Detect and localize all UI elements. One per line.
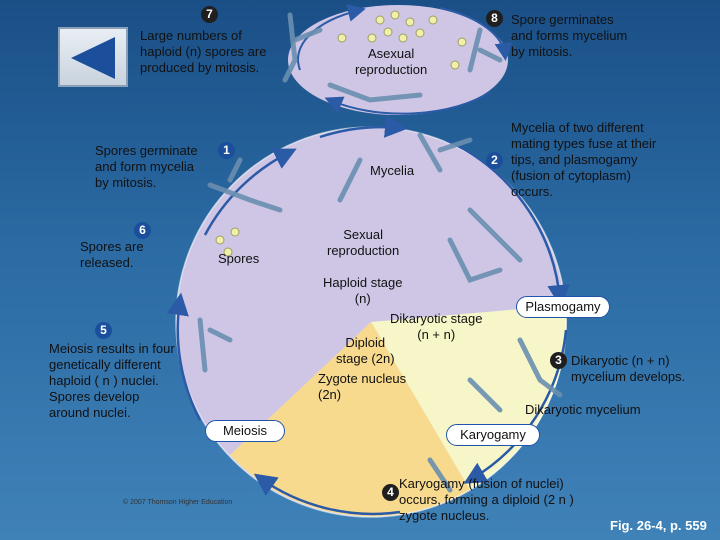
step-6-line: released. <box>80 255 134 270</box>
sexual-line: reproduction <box>327 243 400 258</box>
step-7-line: haploid (n) spores are <box>140 44 267 59</box>
step-number-1: 1 <box>218 142 235 159</box>
step-5-line: Spores develop <box>49 389 140 404</box>
step-8-line: and forms mycelium <box>511 28 628 43</box>
step-number-3: 3 <box>550 352 567 369</box>
step-number-2: 2 <box>486 152 503 169</box>
arrow-spores <box>166 292 202 421</box>
step-6-line: Spores are <box>80 239 144 254</box>
step-4-text: Karyogamy (fusion of nuclei) occurs, for… <box>399 476 574 524</box>
step-8-line: by mitosis. <box>511 44 573 59</box>
step-1-line: Spores germinate <box>95 143 198 158</box>
step-4-line: zygote nucleus. <box>399 508 490 523</box>
step-5-line: haploid ( n ) nuclei. <box>49 373 159 388</box>
back-arrow-icon <box>71 37 115 79</box>
step-number-6: 6 <box>134 222 151 239</box>
step-6-text: Spores are released. <box>80 239 144 271</box>
meiosis-label: Meiosis <box>205 420 285 442</box>
step-5-line: genetically different <box>49 357 161 372</box>
arrow-asexual-2 <box>439 7 513 61</box>
zygote-line: Zygote nucleus <box>318 371 407 386</box>
step-number-7: 7 <box>201 6 218 23</box>
step-1-line: and form mycelia <box>95 159 194 174</box>
dikaryotic-mycelium-label: Dikaryotic mycelium <box>525 402 641 417</box>
step-3-line: Dikaryotic (n + n) <box>571 353 670 368</box>
asexual-line: Asexual <box>368 46 415 61</box>
dikaryotic-line: (n + n) <box>417 327 456 342</box>
hyphae-illustrations <box>197 12 563 493</box>
sexual-line: Sexual <box>343 227 384 242</box>
asexual-reproduction-label: Asexual reproduction <box>355 46 427 78</box>
step-2-line: mating types fuse at their <box>511 136 657 151</box>
haploid-stage-label: Haploid stage (n) <box>323 275 403 307</box>
dikaryotic-line: Dikaryotic stage <box>390 311 483 326</box>
step-number-5: 5 <box>95 322 112 339</box>
step-4-line: Karyogamy (fusion of nuclei) <box>399 476 564 491</box>
step-5-line: around nuclei. <box>49 405 131 420</box>
step-5-text: Meiosis results in four genetically diff… <box>49 341 175 421</box>
step-2-line: (fusion of cytoplasm) <box>511 168 631 183</box>
step-3-text: Dikaryotic (n + n) mycelium develops. <box>571 353 685 385</box>
step-7-text: Large numbers of haploid (n) spores are … <box>140 28 266 76</box>
diploid-region <box>230 322 470 517</box>
arrow-plasmogamy <box>445 138 570 308</box>
step-4-line: occurs, forming a diploid (2 n ) <box>399 492 574 507</box>
mycelia-label: Mycelia <box>370 163 415 178</box>
dikaryotic-stage-label: Dikaryotic stage (n + n) <box>390 311 482 343</box>
karyogamy-label: Karyogamy <box>446 424 540 446</box>
step-1-text: Spores germinate and form mycelia by mit… <box>95 143 198 191</box>
step-1-line: by mitosis. <box>95 175 157 190</box>
step-2-line: tips, and plasmogamy <box>511 152 638 167</box>
diploid-stage-label: Diploid stage (2n) <box>336 335 395 367</box>
sexual-reproduction-label: Sexual reproduction <box>327 227 399 259</box>
step-2-text: Mycelia of two different mating types fu… <box>511 120 656 200</box>
step-2-line: occurs. <box>511 184 553 199</box>
spore-dots <box>215 10 467 257</box>
step-8-text: Spore germinates and forms mycelium by m… <box>511 12 627 60</box>
step-7-line: produced by mitosis. <box>140 60 260 75</box>
asexual-line: reproduction <box>355 62 428 77</box>
spores-label: Spores <box>218 251 260 266</box>
step-number-4: 4 <box>382 484 399 501</box>
copyright-notice: © 2007 Thomson Higher Education <box>123 499 233 506</box>
diploid-line: stage (2n) <box>336 351 395 366</box>
arrow-to-mycelia <box>319 115 408 139</box>
arrow-asexual-3 <box>324 91 491 115</box>
figure-caption: Fig. 26-4, p. 559 <box>610 518 707 533</box>
back-button[interactable] <box>58 27 128 87</box>
step-8-line: Spore germinates <box>511 12 614 27</box>
step-5-line: Meiosis results in four <box>49 341 175 356</box>
haploid-line: Haploid stage <box>323 275 403 290</box>
arrow-meiosis <box>253 473 401 516</box>
zygote-nucleus-label: Zygote nucleus (2n) <box>318 371 406 403</box>
step-2-line: Mycelia of two different <box>511 120 644 135</box>
plasmogamy-label: Plasmogamy <box>516 296 610 318</box>
arrow-germinate <box>203 148 297 236</box>
zygote-line: (2n) <box>318 387 342 402</box>
step-3-line: mycelium develops. <box>571 369 686 384</box>
step-7-line: Large numbers of <box>140 28 242 43</box>
step-number-8: 8 <box>486 10 503 27</box>
diploid-line: Diploid <box>345 335 386 350</box>
haploid-line: (n) <box>354 291 371 306</box>
